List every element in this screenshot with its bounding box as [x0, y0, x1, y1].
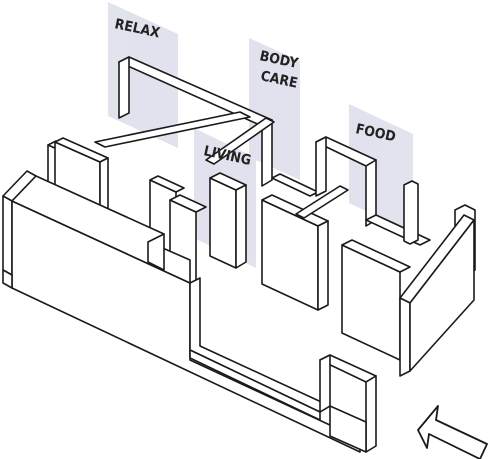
walls-front [2, 170, 377, 453]
zone-labels: RELAX BODY CARE FOOD LIVING [113, 16, 397, 169]
zone-label-body-care-2: CARE [259, 68, 299, 91]
entrance-arrow-icon [417, 405, 488, 459]
food-banner [349, 104, 413, 233]
walls-mid [169, 117, 475, 377]
